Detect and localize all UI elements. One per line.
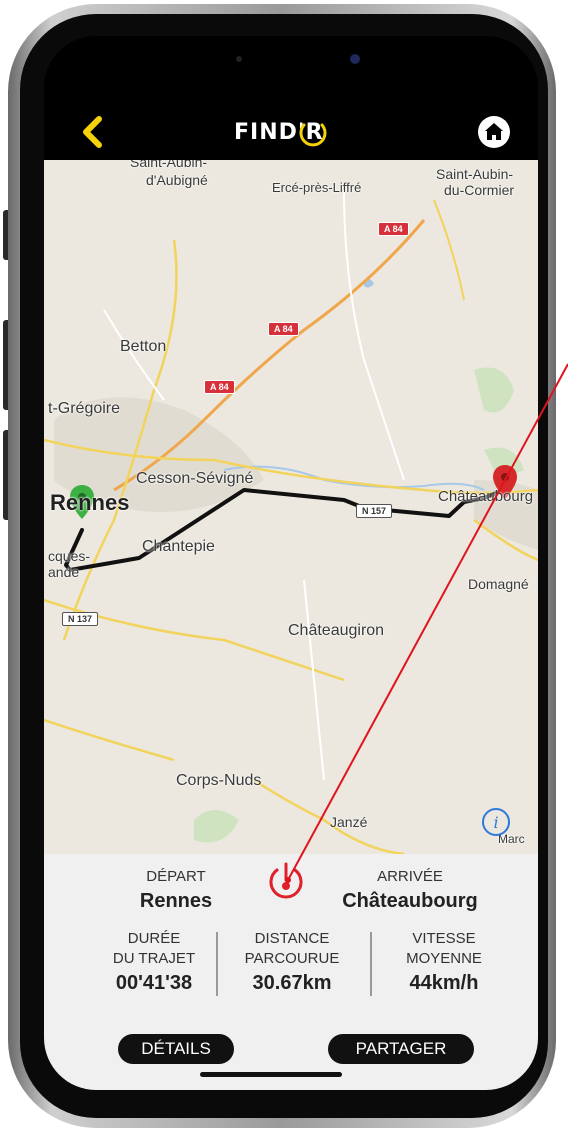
arrivee-label: ARRIVÉE [377, 868, 443, 885]
map-label: Saint-Aubin- [130, 160, 208, 170]
front-camera [350, 54, 360, 64]
map-label: Châteaugiron [288, 622, 385, 639]
info-icon: i [493, 812, 499, 832]
info-button[interactable]: i [482, 808, 510, 836]
home-indicator[interactable] [200, 1072, 342, 1077]
logo-text: FIND'R [234, 119, 324, 145]
duree-value: 00'41'38 [115, 972, 193, 994]
divider [216, 932, 218, 996]
road [44, 438, 538, 495]
minor-road [103, 309, 165, 401]
mute-switch [3, 210, 11, 260]
start-marker-icon[interactable] [69, 484, 95, 520]
minor-road [303, 579, 325, 781]
home-icon [478, 116, 510, 148]
urban-area-rennes [54, 397, 264, 512]
trip-route [64, 488, 506, 572]
details-button[interactable]: DÉTAILS [118, 1034, 234, 1064]
volume-up-button [3, 320, 11, 410]
duree-label-2: DU TRAJET [112, 950, 196, 967]
minor-road [343, 189, 405, 481]
map-label: Chantepie [142, 538, 215, 555]
distance-label-2: PARCOURUE [244, 950, 340, 967]
depart-value: Rennes [139, 890, 213, 912]
map-label-rennes: Rennes [50, 490, 130, 515]
divider [370, 932, 372, 996]
vitesse-value: 44km/h [409, 972, 479, 994]
road [62, 239, 178, 641]
map-label: d'Aubigné [146, 172, 208, 188]
map-label: cques- [48, 548, 91, 564]
map-label: t-Grégoire [48, 400, 121, 417]
distance-value: 30.67km [252, 972, 332, 994]
distance-label: DISTANCE [254, 930, 330, 947]
back-button[interactable] [74, 114, 110, 150]
speaker [236, 56, 242, 62]
notch [161, 36, 411, 84]
arrivee-value: Châteaubourg [342, 890, 478, 912]
map-canvas [44, 189, 538, 854]
road [44, 718, 175, 762]
vitesse-label-2: MOYENNE [406, 950, 482, 967]
app-logo: FIND'R [234, 114, 328, 150]
highway-a84 [113, 219, 426, 492]
app-screen: FIND'R [44, 36, 538, 1090]
vitesse-label: VITESSE [412, 930, 476, 947]
duree-label: DURÉE [127, 930, 181, 947]
annotation-line [287, 363, 568, 881]
river [223, 465, 485, 491]
chevron-left-icon [83, 116, 102, 148]
map-label: Cesson-Sévigné [136, 470, 254, 487]
road [253, 778, 405, 854]
park-area [194, 810, 239, 843]
road-shield-n137: N 137 [62, 612, 99, 626]
map-label: Betton [120, 338, 167, 355]
map-label: ande [48, 564, 80, 580]
park-area [474, 367, 514, 413]
trip-summary-panel: DÉPART Rennes ARRIVÉE Châteaubourg DURÉE… [44, 854, 538, 1090]
map-label: Corps-Nuds [176, 772, 262, 789]
map-label: du-Cormier [444, 182, 515, 198]
road-shield-a84: A 84 [204, 380, 235, 394]
road-shield-a84: A 84 [268, 322, 299, 336]
partager-button[interactable]: PARTAGER [328, 1034, 474, 1064]
depart-label: DÉPART [146, 868, 206, 885]
map-label: Marc [498, 832, 525, 846]
map-label: Châteaubourg [438, 488, 534, 505]
map-label: Domagné [468, 576, 529, 592]
volume-down-button [3, 430, 11, 520]
road [433, 199, 465, 301]
power-icon[interactable] [264, 860, 308, 904]
annotation-point [285, 877, 291, 883]
road-shield-a84: A 84 [378, 222, 409, 236]
map-label: Ercé-près-Liffré [272, 180, 362, 195]
logo-ring-icon [299, 123, 327, 147]
home-button[interactable] [476, 114, 512, 150]
road-shield-n157: N 157 [356, 504, 393, 518]
route-map[interactable]: Saint-Aubin- d'Aubigné Ercé-près-Liffré … [44, 160, 538, 854]
map-label: Janzé [330, 814, 368, 830]
map-label: Saint-Aubin- [436, 166, 514, 182]
